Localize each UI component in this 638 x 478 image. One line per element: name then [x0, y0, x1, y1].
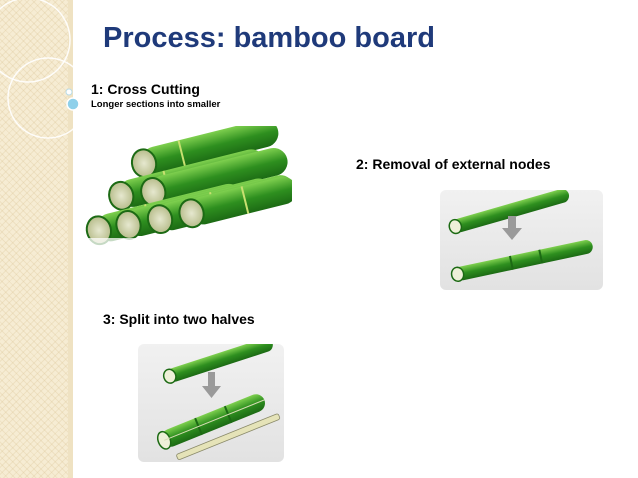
decorative-side-band [0, 0, 68, 478]
node-removal-illustration [440, 190, 603, 290]
bamboo-bundle-illustration [80, 126, 292, 256]
bubble-dot-large [66, 97, 80, 111]
step-3-heading: 3: Split into two halves [103, 311, 255, 327]
step-2-heading: 2: Removal of external nodes [356, 156, 551, 172]
bubble-dot-small [65, 88, 73, 96]
step-1-subtitle: Longer sections into smaller [91, 99, 221, 110]
slide-title: Process: bamboo board [103, 22, 435, 54]
decorative-side-edge [68, 0, 73, 478]
split-bamboo-illustration [138, 344, 284, 462]
step-1-heading: 1: Cross Cutting [91, 81, 200, 97]
down-arrow-icon [202, 372, 221, 398]
decorative-circles [0, 0, 89, 139]
down-arrow-icon [502, 216, 522, 240]
